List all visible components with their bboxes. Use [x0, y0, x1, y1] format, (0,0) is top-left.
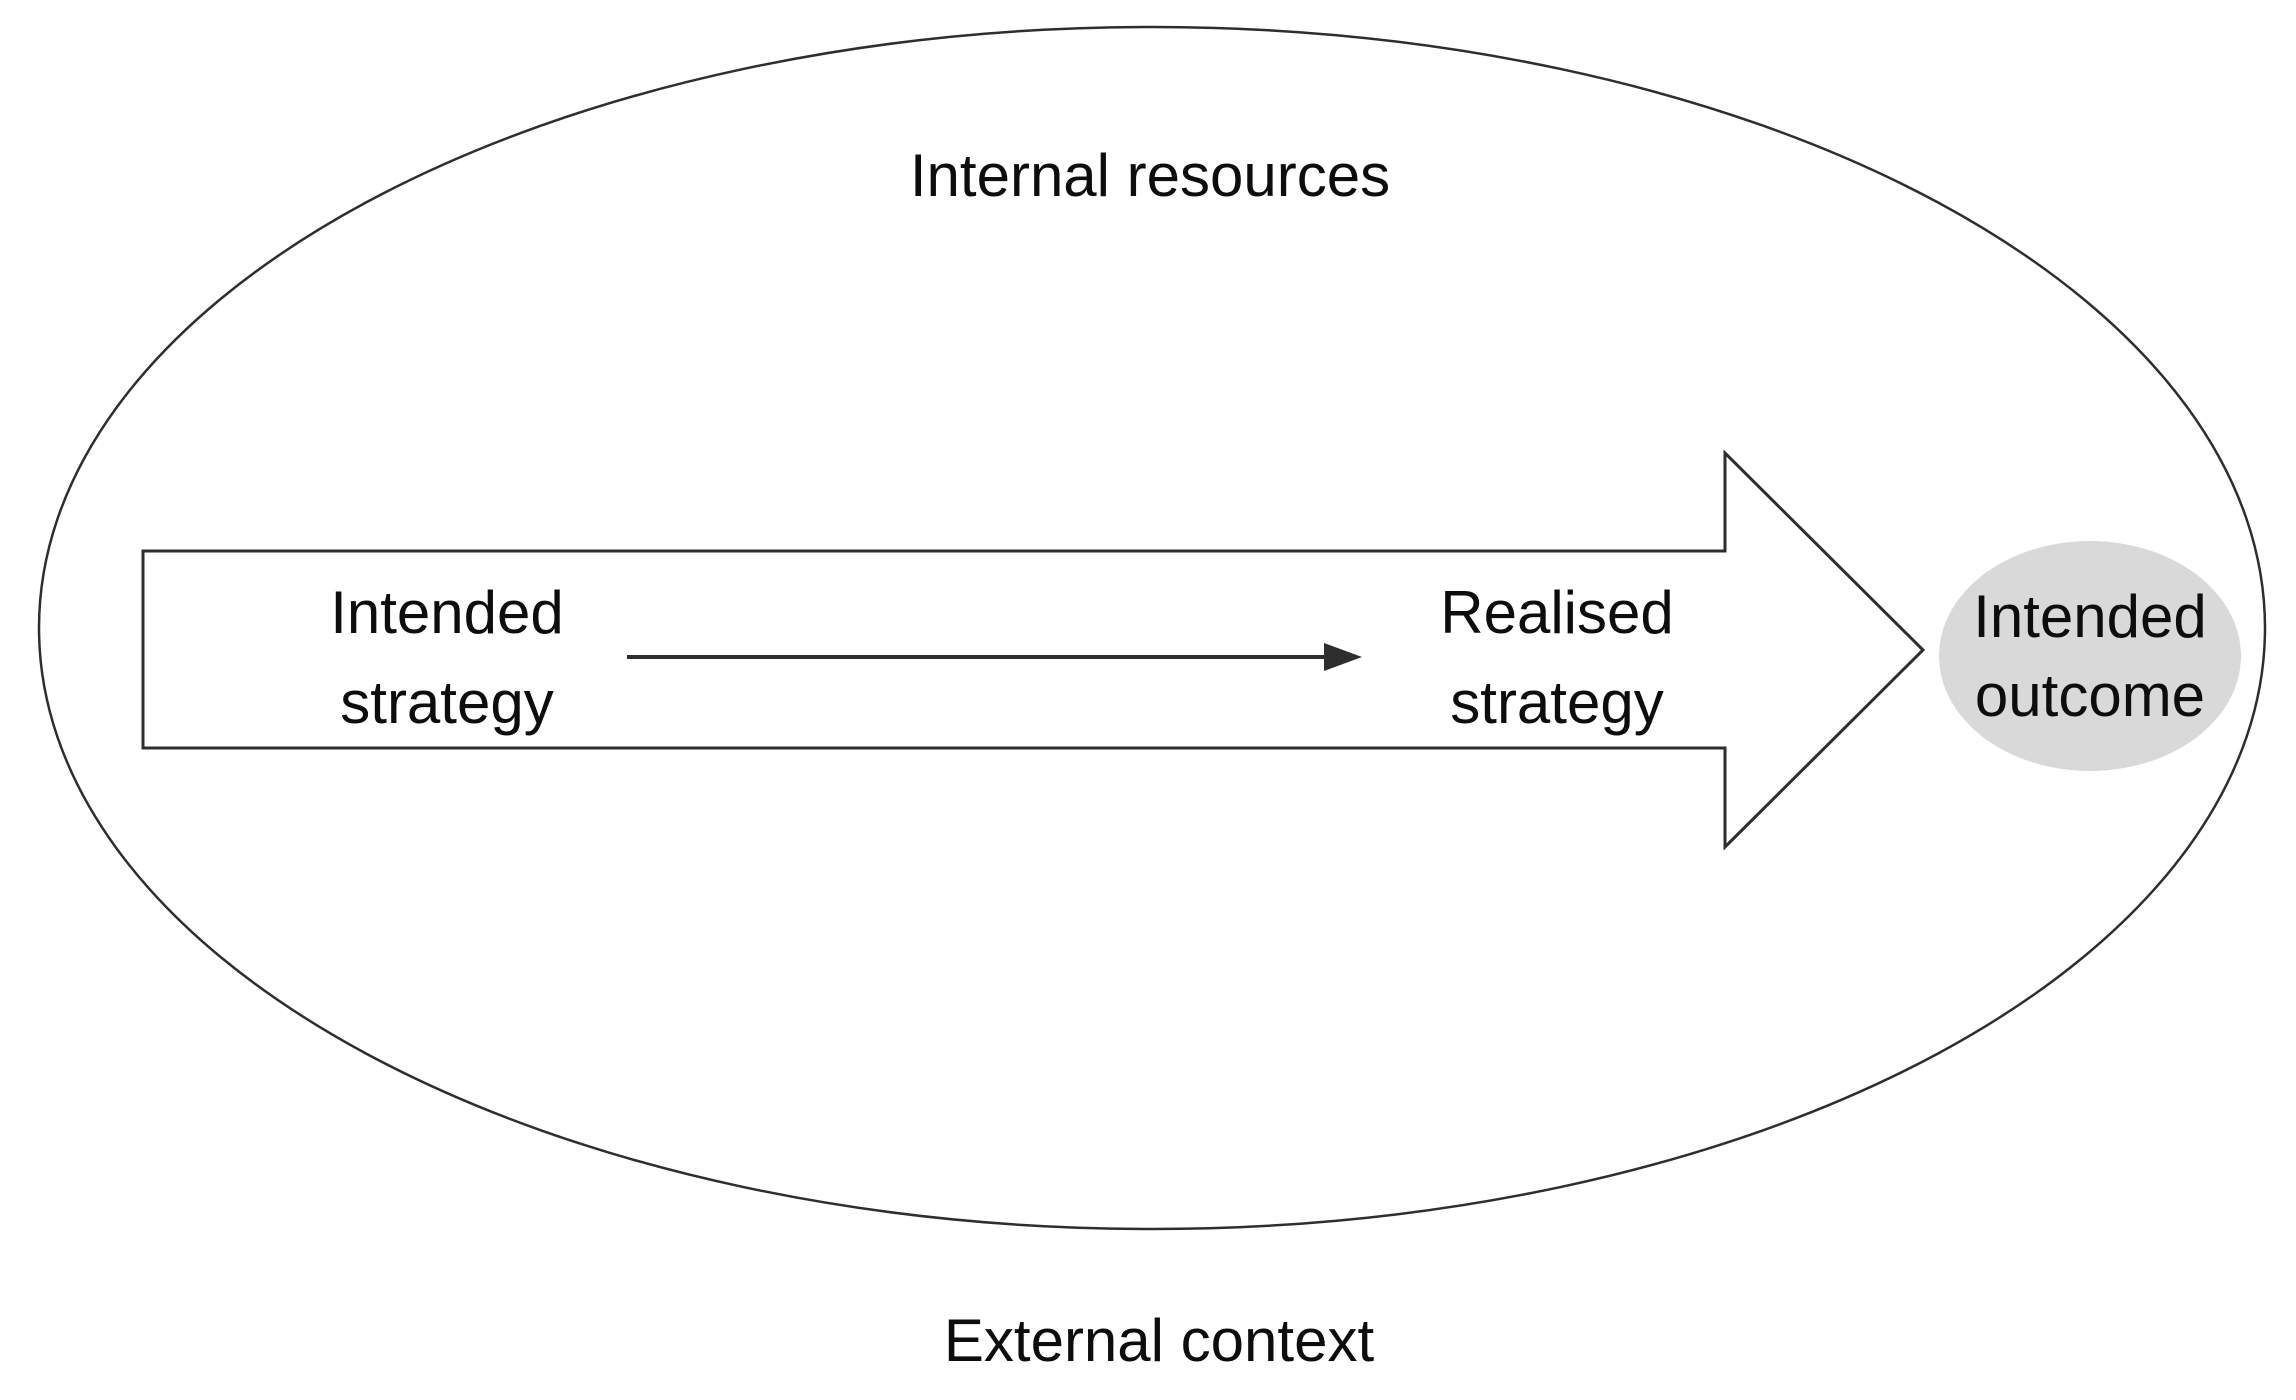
intended-outcome-line1: Intended: [1973, 582, 2207, 650]
external-context-ellipse: [37, 25, 2267, 1231]
intended-outcome-ellipse: [1939, 541, 2241, 771]
intended-strategy-line1: Intended: [330, 579, 564, 646]
realised-strategy-line1: Realised: [1440, 579, 1674, 646]
process-block-arrow: [141, 449, 1926, 851]
intended-outcome-label: Intended outcome: [1973, 577, 2207, 735]
intended-strategy-line2: strategy: [340, 669, 554, 736]
internal-resources-label: Internal resources: [909, 142, 1391, 209]
realised-strategy-label: Realised strategy: [1440, 568, 1673, 748]
strategy-flow-arrowhead-icon: [1324, 643, 1362, 671]
realised-strategy-line2: strategy: [1450, 669, 1664, 736]
external-context-label: External context: [943, 1307, 1375, 1374]
intended-outcome-line2: outcome: [1974, 662, 2206, 729]
intended-strategy-label: Intended strategy: [330, 568, 564, 748]
